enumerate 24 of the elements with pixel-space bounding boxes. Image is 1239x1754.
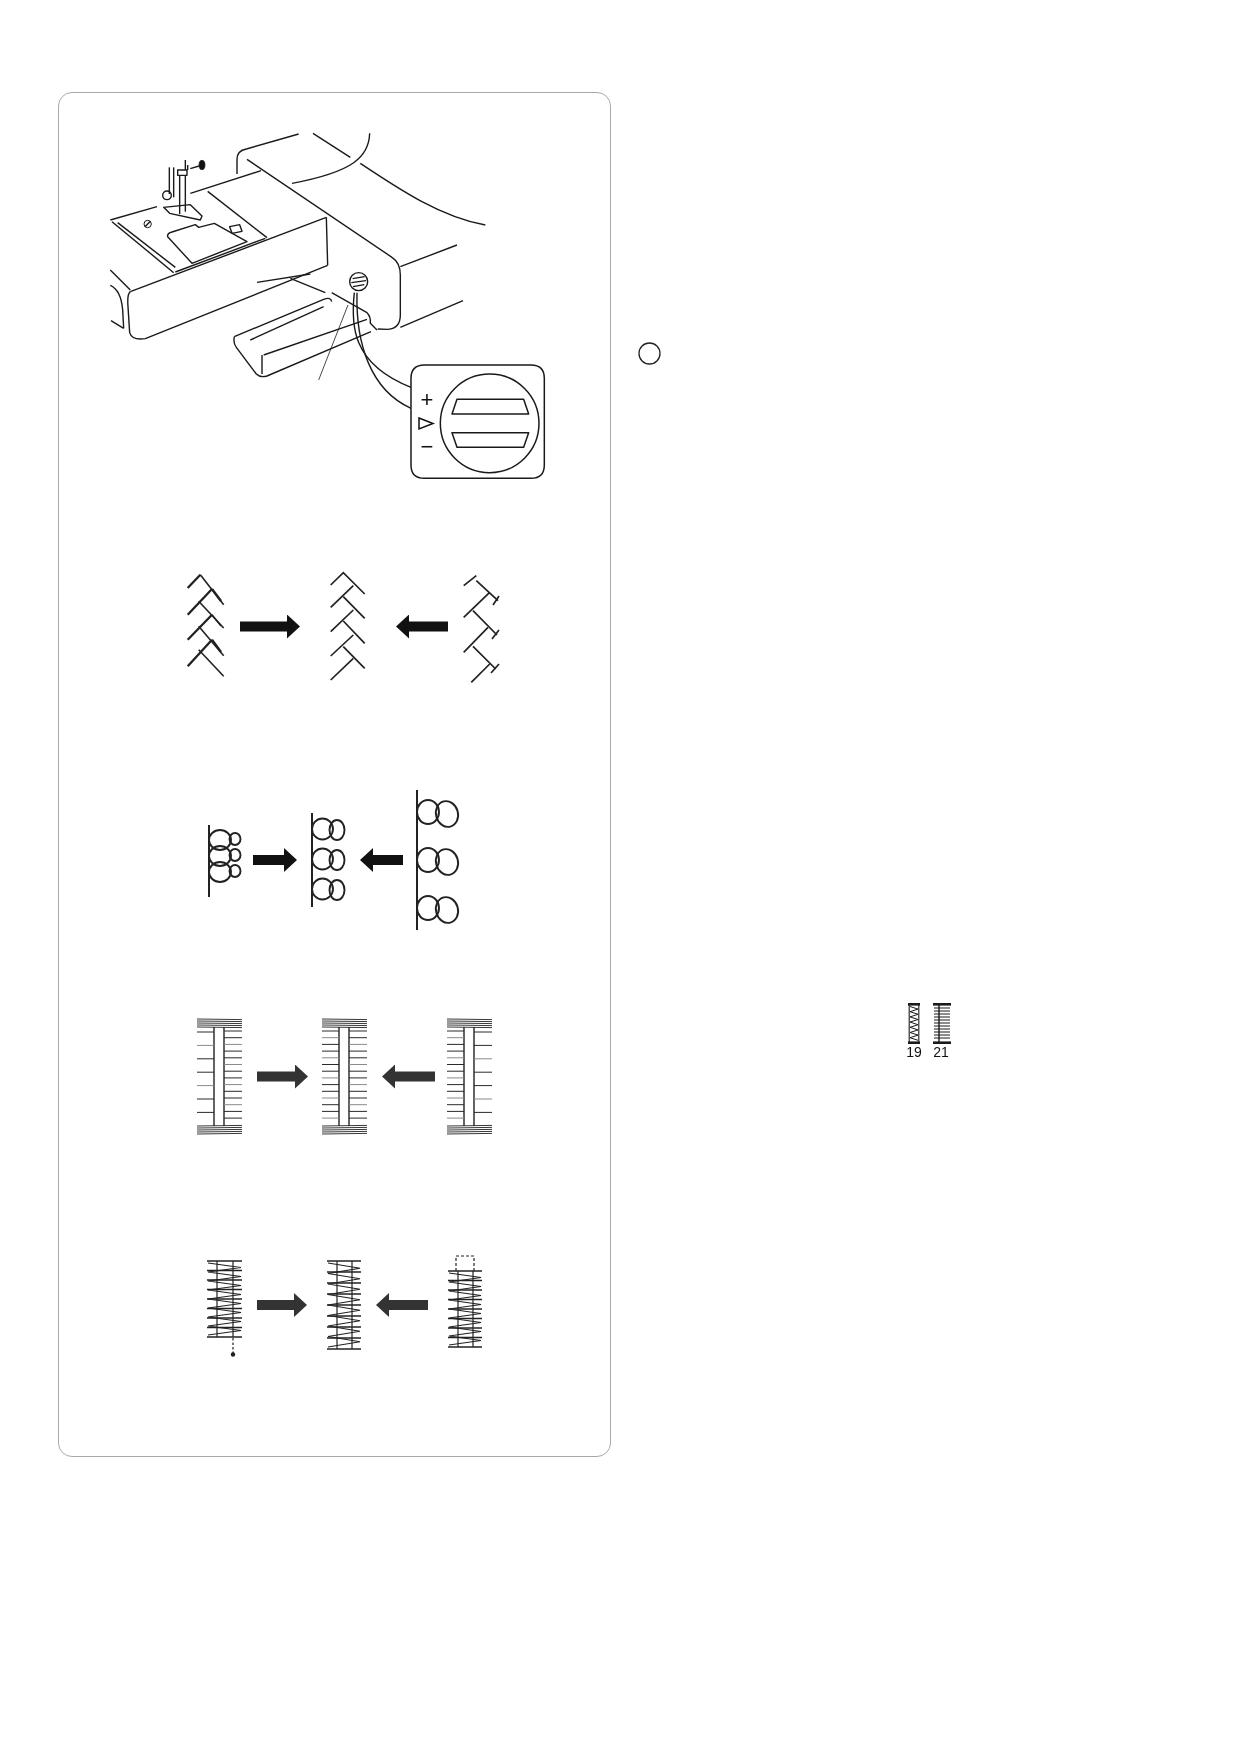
- pattern-number: 21: [933, 1045, 949, 1059]
- block-arrow: [253, 848, 297, 872]
- zigzag-stitch-sample: [448, 1255, 482, 1348]
- plus-sign: +: [420, 389, 434, 411]
- loop-stitch-sample: [415, 790, 460, 930]
- feather-stitch-sample: [463, 575, 500, 684]
- buttonhole-stitch-sample: [197, 1018, 242, 1135]
- block-arrow: [257, 1064, 308, 1089]
- feather-stitch-sample: [330, 572, 366, 681]
- zigzag-stitch-sample: [327, 1260, 361, 1350]
- loop-stitch-sample: [310, 813, 347, 907]
- zigzag-stitch-sample: [207, 1260, 242, 1357]
- minus-sign: −: [420, 436, 434, 458]
- buttonhole-stitch-sample: [322, 1018, 367, 1135]
- feather-stitch-sample: [187, 573, 225, 678]
- block-arrow: [240, 614, 300, 639]
- loop-stitch-sample: [207, 825, 242, 897]
- buttonhole-stitch-sample: [447, 1018, 492, 1135]
- block-arrow: [396, 614, 448, 639]
- pattern-number: 19: [906, 1045, 922, 1059]
- block-arrow: [382, 1064, 435, 1089]
- block-arrow: [360, 848, 403, 872]
- block-arrow: [257, 1293, 307, 1317]
- block-arrow: [376, 1293, 428, 1317]
